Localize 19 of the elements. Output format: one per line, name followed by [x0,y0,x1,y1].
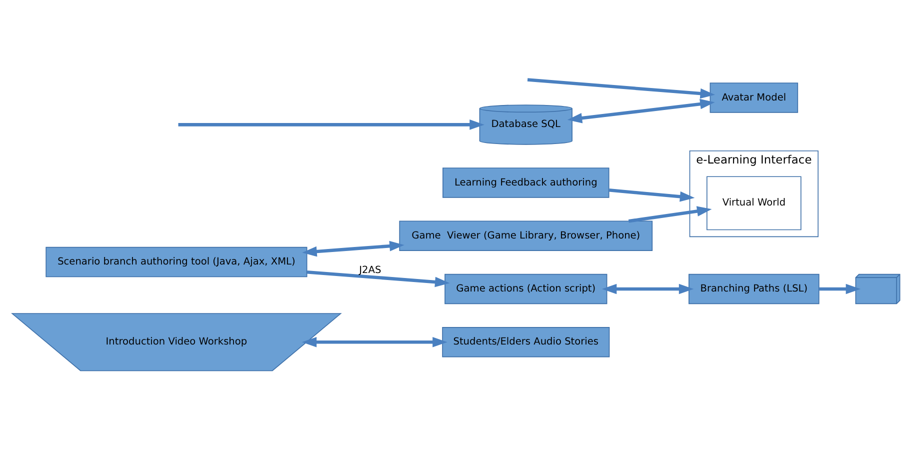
node-box: Virtual World [706,176,802,230]
arrow [302,240,404,257]
arrow [302,336,448,348]
node-box: Avatar Model [710,82,798,113]
edge-label: J2AS [359,265,382,276]
arrow [178,120,484,130]
node-box: Game actions (Action script) [444,274,608,304]
arrow [628,206,712,223]
node-box: Branching Paths (LSL) [688,274,820,304]
node-box: Scenario branch authoring tool (Java, Ajax, XML) [46,246,308,278]
arrow [819,284,861,294]
arrow [602,284,694,294]
node-box: Game Viewer (Game Library, Browser, Phone) [399,220,653,251]
arrow [567,98,715,124]
arrow [306,270,450,288]
arrow [527,78,716,99]
arrow [608,188,695,202]
node-box: Students/Elders Audio Stories [442,327,610,358]
node-box: Learning Feedback authoring [442,168,610,198]
